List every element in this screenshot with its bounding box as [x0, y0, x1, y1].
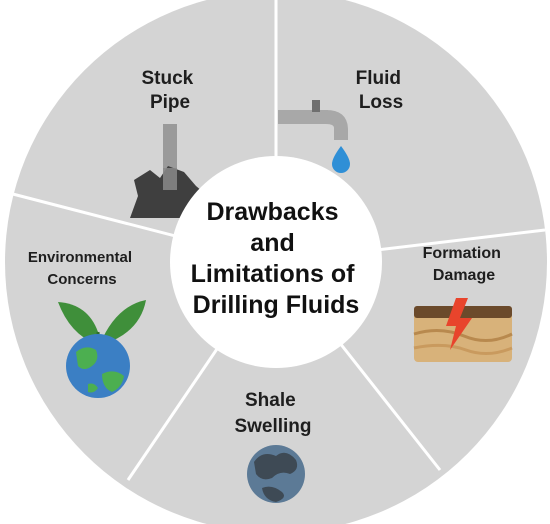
center-title-line-2: and [250, 229, 294, 257]
stuck-pipe-line-2: Pipe [150, 92, 190, 113]
leaking-faucet-icon [278, 100, 350, 173]
segment-formation-damage: Formation Damage [413, 245, 513, 362]
environmental-concerns-label: Environmental Concerns [28, 249, 136, 288]
formation-damage-line-1: Formation [423, 245, 501, 262]
cracked-rock-layer-icon [413, 298, 513, 362]
shale-swelling-line-1: Shale [245, 390, 296, 411]
center-title-line-4: Drilling Fluids [193, 291, 360, 319]
shale-swelling-line-2: Swelling [234, 416, 311, 437]
segment-environmental-concerns: Environmental Concerns [28, 249, 146, 398]
center-title-line-1: Drawbacks [207, 198, 339, 226]
fluid-loss-line-2: Loss [359, 92, 403, 113]
shale-rock-icon [247, 445, 305, 503]
center-circle [170, 156, 382, 368]
segment-shale-swelling: Shale Swelling [234, 390, 312, 503]
fluid-loss-line-1: Fluid [356, 68, 401, 89]
stuck-pipe-label: Stuck Pipe [141, 68, 198, 113]
segment-fluid-loss: Fluid Loss [278, 68, 407, 173]
earth-with-leaves-icon [58, 300, 146, 398]
formation-damage-line-2: Damage [433, 267, 495, 284]
shale-swelling-label: Shale Swelling [234, 390, 311, 437]
center-title: Drawbacks and Limitations of Drilling Fl… [191, 198, 362, 319]
center-title-line-3: Limitations of [191, 260, 356, 288]
formation-damage-label: Formation Damage [423, 245, 506, 284]
stuck-pipe-line-1: Stuck [141, 68, 193, 89]
environmental-concerns-line-2: Concerns [47, 271, 116, 288]
fluid-loss-label: Fluid Loss [356, 68, 407, 113]
environmental-concerns-line-1: Environmental [28, 249, 132, 266]
segment-dividers [4, 0, 546, 481]
